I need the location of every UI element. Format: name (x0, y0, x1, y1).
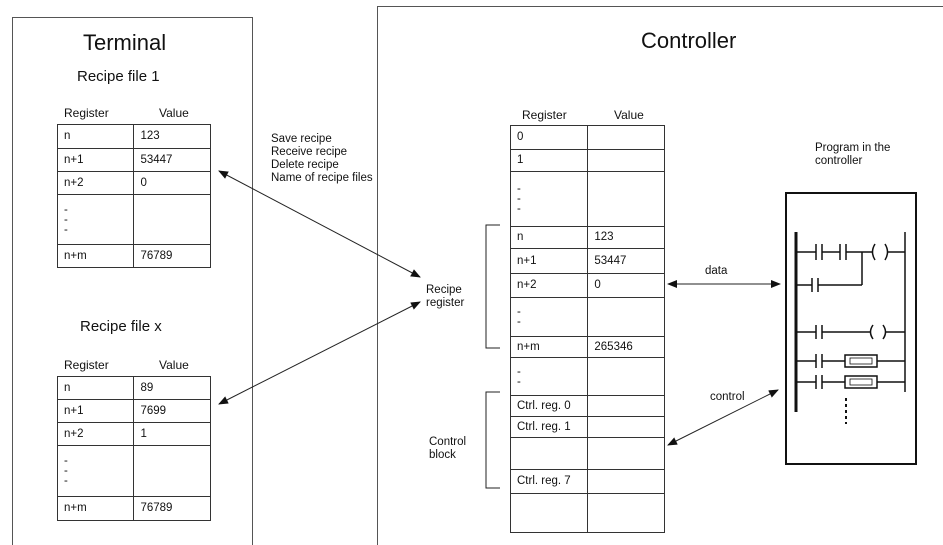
controller-value-header: Value (614, 108, 644, 122)
value-cell (587, 171, 665, 227)
register-cell: n+2 (56, 171, 135, 195)
value-cell: 0 (133, 171, 211, 195)
arrow-file1-recipe-register (218, 170, 421, 278)
ladder-diagram (794, 232, 906, 424)
value-cell: 7699 (133, 399, 211, 423)
recipe-file-1-register-header: Register (64, 106, 109, 120)
register-cell (509, 493, 589, 533)
arrow-control (667, 389, 779, 446)
value-cell (587, 437, 665, 470)
operation-delete: Delete recipe (271, 159, 339, 171)
value-cell (587, 297, 665, 337)
register-cell: -- (509, 297, 589, 337)
table-row: Ctrl. reg. 7 (509, 469, 665, 494)
register-cell: Ctrl. reg. 1 (509, 416, 589, 438)
terminal-panel (12, 17, 253, 545)
controller-register-header: Register (522, 108, 567, 122)
table-row: --- (56, 445, 211, 497)
register-cell: -- (509, 357, 589, 396)
recipe-register-label: Recipe register (426, 284, 465, 309)
recipe-file-x-register-header: Register (64, 358, 109, 372)
control-block-bracket (485, 391, 500, 489)
register-cell: Ctrl. reg. 7 (509, 469, 589, 494)
value-cell: 0 (587, 273, 665, 298)
arrow-filex-recipe-register (218, 301, 421, 405)
value-cell: 76789 (133, 496, 211, 521)
recipe-file-1-value-header: Value (159, 106, 189, 120)
recipe-file-1-title: Recipe file 1 (77, 68, 160, 85)
operation-receive: Receive recipe (271, 146, 348, 158)
table-row: Ctrl. reg. 0 (509, 395, 665, 417)
operation-save: Save recipe (271, 133, 332, 145)
program-label: Program in the controller (815, 142, 891, 167)
controller-title: Controller (641, 28, 737, 53)
recipe-file-x-value-header: Value (159, 358, 189, 372)
recipe-file-x-title: Recipe file x (80, 318, 162, 335)
value-cell (587, 493, 665, 533)
table-row: -- (509, 297, 665, 337)
value-cell: 76789 (133, 244, 211, 268)
table-row: 0 (509, 125, 665, 150)
value-cell (587, 469, 665, 494)
table-row: Ctrl. reg. 1 (509, 416, 665, 438)
register-cell: --- (509, 171, 589, 227)
terminal-title: Terminal (83, 30, 167, 55)
register-cell: n+m (56, 244, 135, 268)
register-cell: n+1 (56, 148, 135, 172)
register-cell: n (56, 376, 135, 400)
register-cell: n+1 (509, 248, 589, 274)
register-cell (509, 437, 589, 470)
value-cell (587, 125, 665, 150)
register-cell: n+m (509, 336, 589, 358)
control-block-label: Control block (429, 436, 467, 461)
recipe-register-bracket (485, 224, 500, 349)
table-row (509, 493, 665, 533)
program-box (785, 192, 917, 465)
table-row: --- (509, 171, 665, 227)
data-label: data (705, 265, 728, 277)
register-cell: n+m (56, 496, 135, 521)
table-row (509, 437, 665, 470)
register-cell: --- (56, 445, 135, 497)
table-row: 1 (509, 149, 665, 172)
